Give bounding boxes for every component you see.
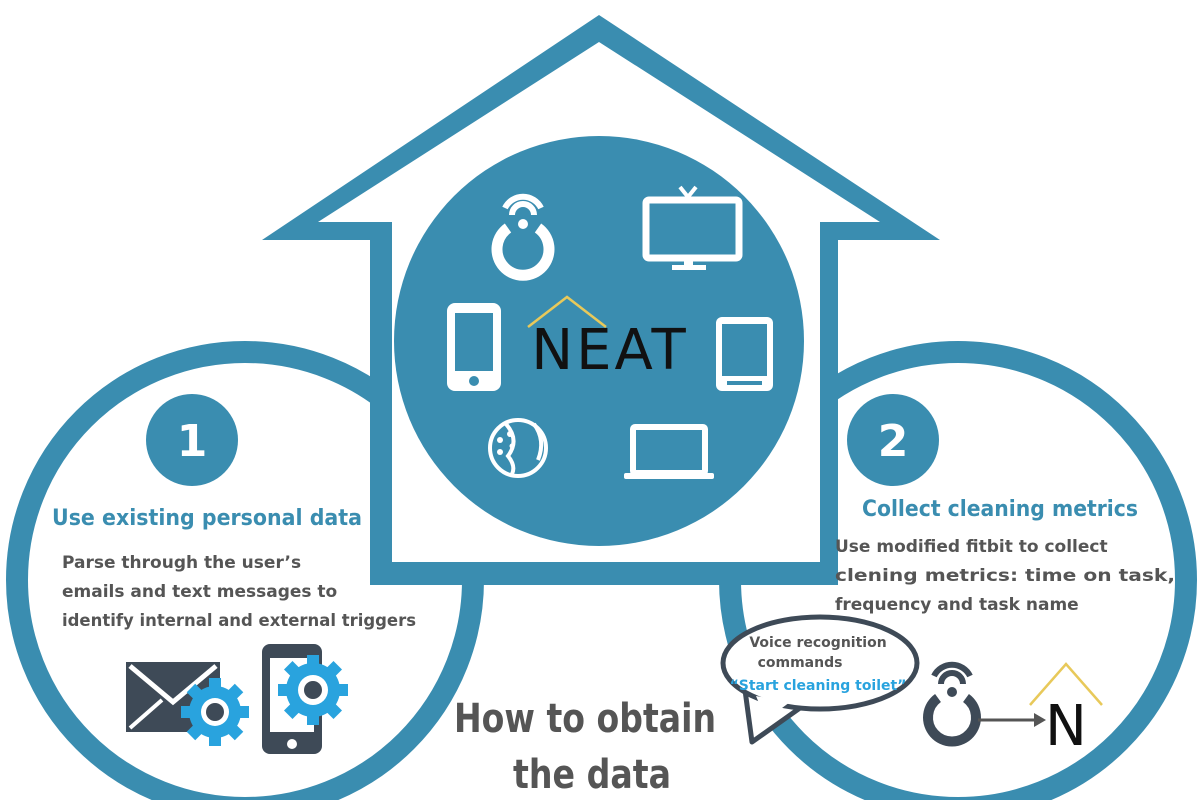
left-body-line-2: emails and text messages to: [62, 582, 337, 602]
step-1-badge: [146, 394, 238, 486]
bubble-line-2: commands: [758, 655, 843, 671]
tablet-icon: [716, 317, 773, 391]
left-heading: Use existing personal data: [52, 506, 362, 531]
neat-logo: NEAT: [527, 295, 688, 383]
arrow-right-icon: [978, 713, 1046, 727]
left-body-line-1: Parse through the user’s: [62, 553, 301, 573]
left-body-line-3: identify internal and external triggers: [62, 611, 416, 631]
bubble-line-1: Voice recognition: [749, 635, 886, 651]
right-heading: Collect cleaning metrics: [862, 497, 1138, 522]
footer-title-line-1: How to obtain: [454, 696, 716, 742]
right-body-line-2: clening metrics: time on task,: [835, 566, 1175, 586]
bubble-quote: “Start cleaning toilet”: [730, 678, 907, 694]
neat-logo-letter: N: [1045, 694, 1087, 759]
phone-icon: [447, 303, 501, 391]
speech-bubble: [720, 614, 920, 745]
step-2-badge: [847, 394, 939, 486]
fitbit-icon: [923, 661, 981, 747]
gear-icon: [181, 678, 249, 746]
gear-icon: [278, 655, 348, 725]
right-body-line-1: Use modified fitbit to collect: [835, 537, 1108, 557]
head-icon: [488, 418, 548, 478]
step-2-number: 2: [878, 416, 909, 467]
step-1-number: 1: [177, 416, 208, 467]
fitbit-icon: [491, 193, 555, 281]
neat-logo-text: NEAT: [531, 318, 688, 383]
right-body-line-3: frequency and task name: [835, 595, 1079, 615]
laptop-icon: [624, 424, 714, 479]
footer-title-line-2: the data: [513, 752, 671, 798]
neat-logo-icon: N: [1029, 662, 1103, 759]
tv-icon: [642, 185, 743, 270]
